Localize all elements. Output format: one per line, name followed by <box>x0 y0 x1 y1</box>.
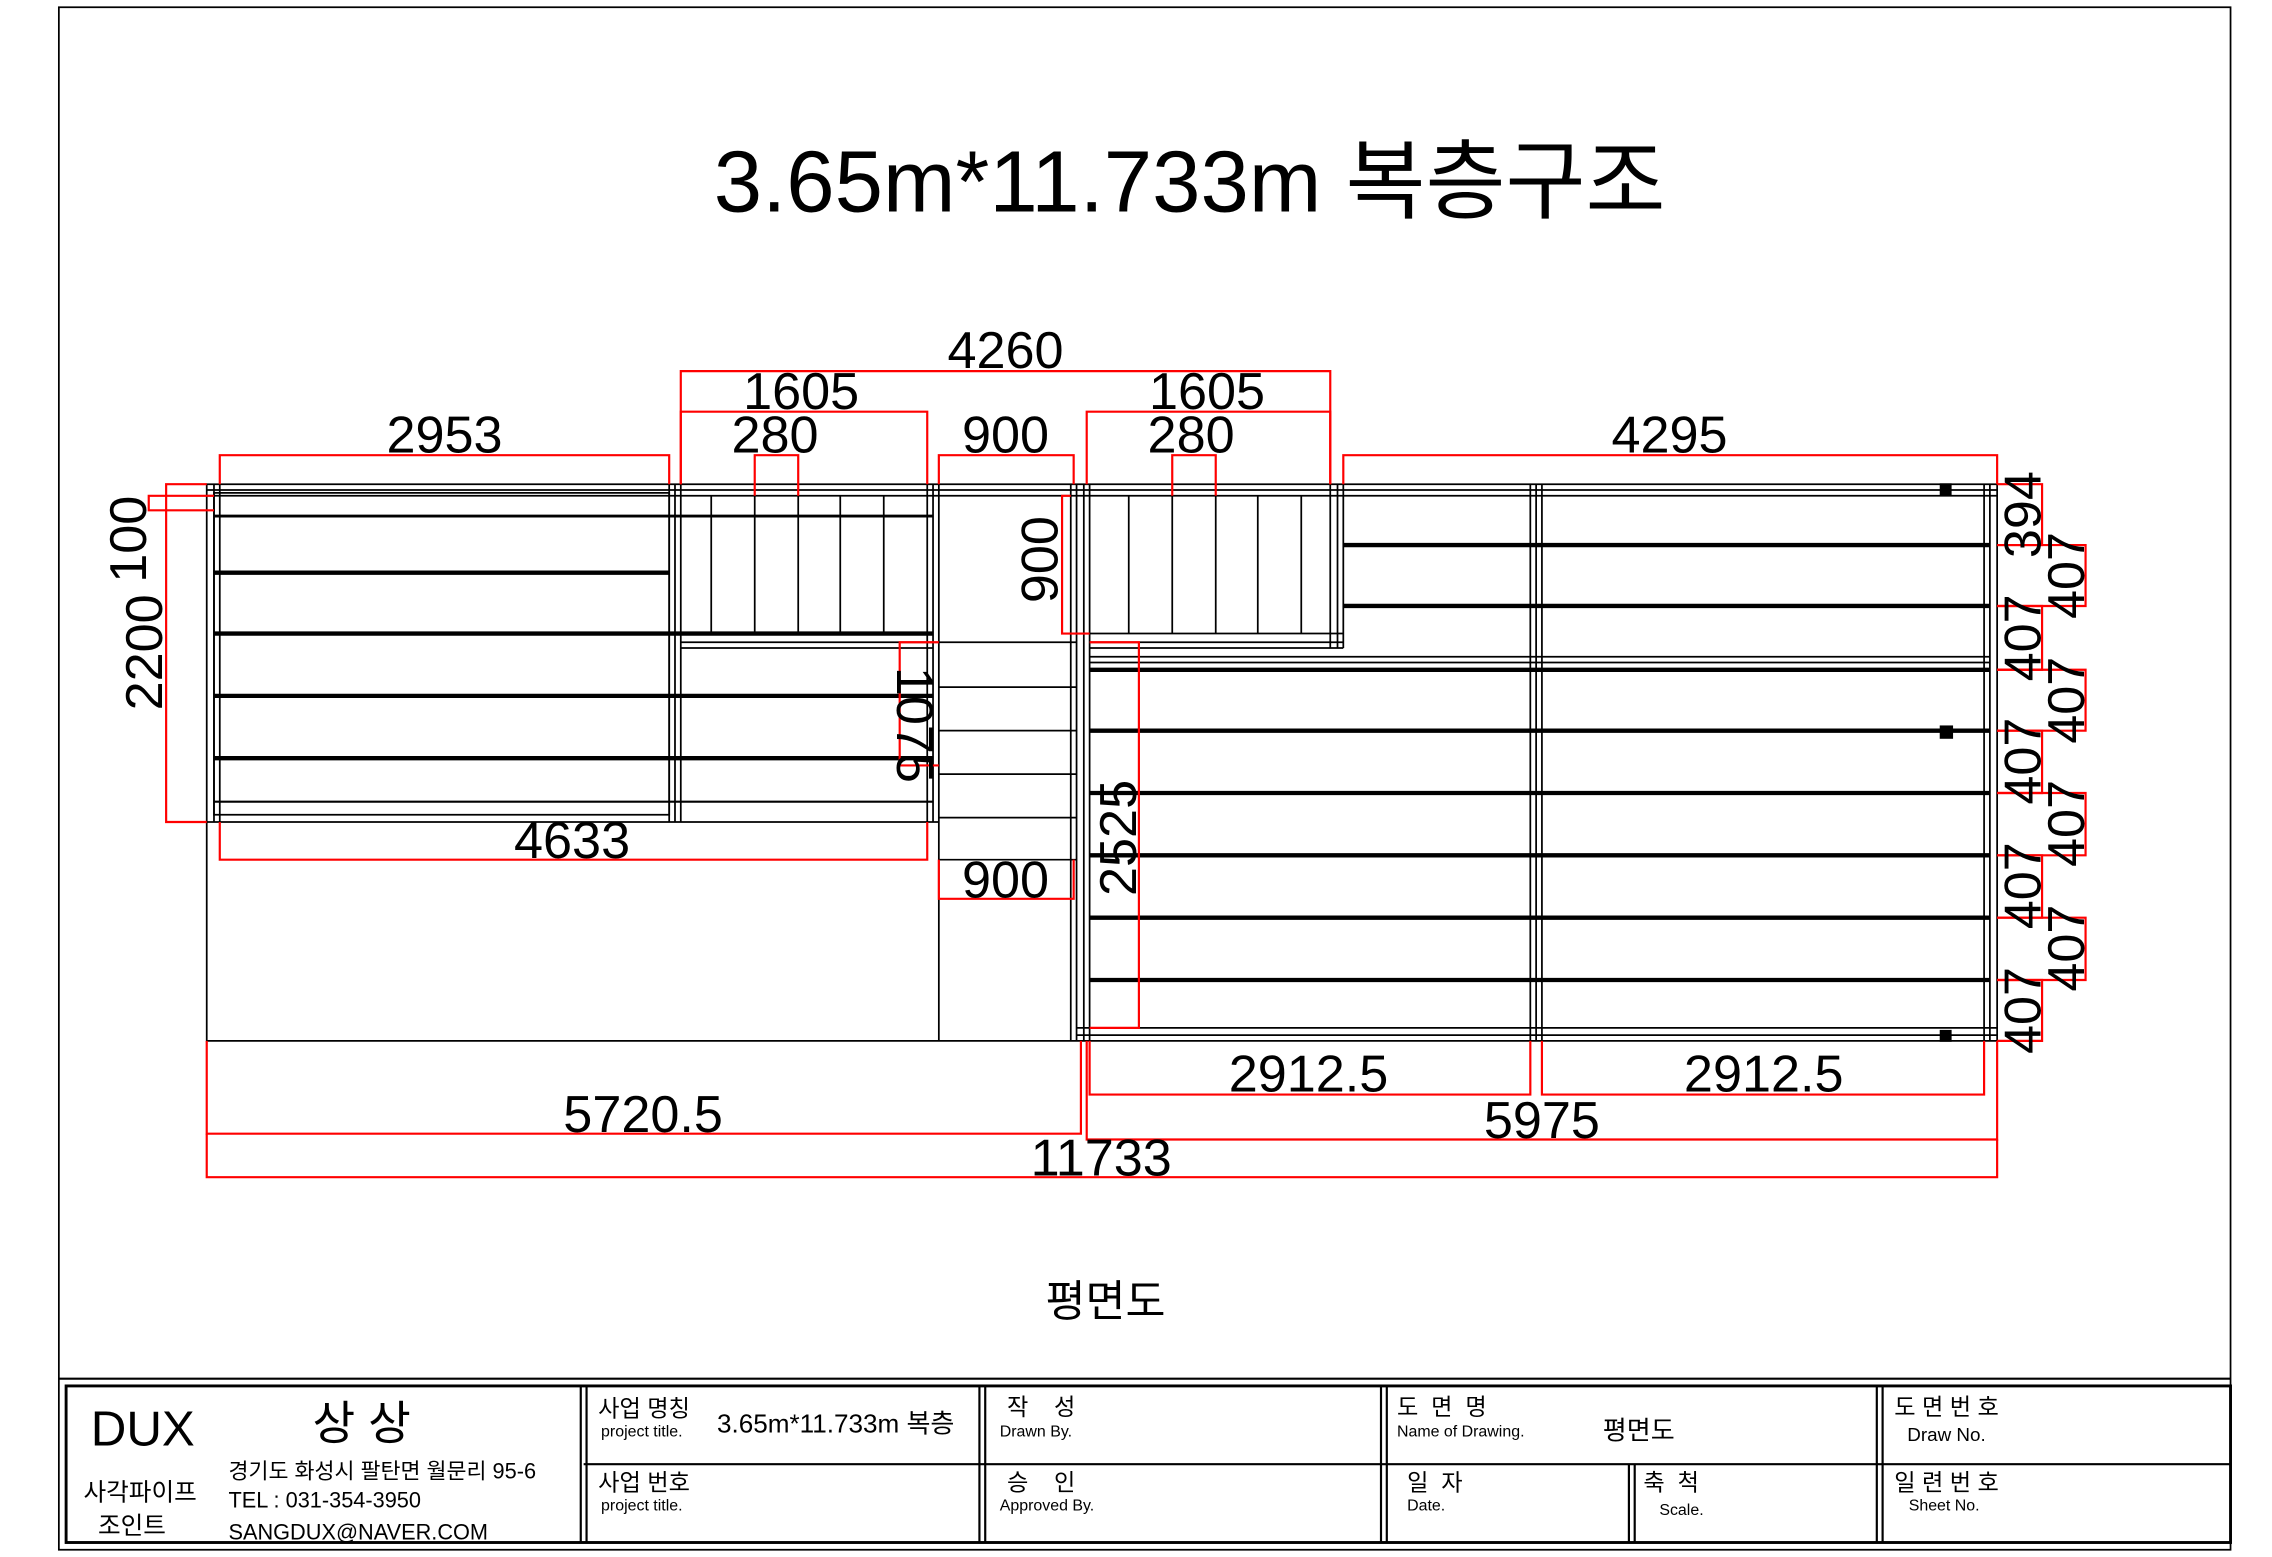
dim-spacing: 407 <box>2038 532 2096 619</box>
dim-line-left-small <box>147 494 214 512</box>
dim-line-stair-inner <box>1060 494 1090 635</box>
date-sub: Date. <box>1407 1498 1445 1515</box>
dim-top-right-span: 1605 <box>1149 363 1265 421</box>
dim-line-spacing <box>1997 978 2044 1042</box>
dim-line-left-tall <box>165 483 207 824</box>
dim-stair-inner: 900 <box>1012 516 1070 603</box>
dim-line-top-mid <box>937 454 1075 485</box>
project-no-sub: project title. <box>601 1498 683 1515</box>
company-tel: TEL : 031-354-3950 <box>228 1488 421 1513</box>
dim-line-top-left-step <box>753 454 800 496</box>
dim-top-left-step: 280 <box>731 406 818 464</box>
date-label: 일 자 <box>1407 1469 1463 1495</box>
dim-top-right-step: 280 <box>1148 406 1235 464</box>
dim-right-total: 5975 <box>1484 1092 1600 1150</box>
scale-label: 축 척 <box>1643 1469 1699 1495</box>
dim-stair-bottom: 900 <box>962 851 1049 909</box>
dim-line-top-left-span <box>679 410 929 485</box>
dim-line-top-right <box>1342 454 1999 485</box>
dim-line-bay-a <box>1088 1040 1532 1096</box>
draw-no-sub: Draw No. <box>1907 1424 1985 1445</box>
title-block <box>58 1377 2232 1544</box>
plan-bolt <box>1939 1029 1952 1042</box>
dim-bay-a: 2912.5 <box>1229 1046 1389 1104</box>
drawn-sub: Drawn By. <box>1000 1424 1072 1441</box>
project-name-label: 사업 명칭 <box>598 1395 690 1421</box>
approved-sub: Approved By. <box>1000 1498 1095 1515</box>
dim-top-left: 2953 <box>386 406 502 464</box>
dim-line-top-left <box>218 454 671 485</box>
dim-line-bay-b <box>1540 1040 1986 1096</box>
dim-left-small: 100 <box>100 496 158 583</box>
dim-line-right-total <box>1085 1040 1999 1141</box>
company-sub-1: 사각파이프 <box>84 1478 197 1506</box>
dim-top-left-span: 1605 <box>743 363 859 421</box>
dim-lower-left: 4633 <box>514 812 630 870</box>
dim-top-right: 4295 <box>1611 406 1727 464</box>
sheet-no-sub: Sheet No. <box>1909 1498 1980 1515</box>
title-block-text: DUX 상 상 사각파이프 조인트 경기도 화성시 팔탄면 월문리 95-6 T… <box>84 1394 1999 1545</box>
dim-left-total: 5720.5 <box>563 1086 723 1144</box>
drawing-name-sub: Name of Drawing. <box>1397 1424 1525 1441</box>
dim-spacing: 407 <box>1995 967 2053 1054</box>
dim-line-stair-bottom <box>937 859 1075 900</box>
dim-spacing: 407 <box>2038 780 2096 867</box>
dim-stair-height: 1075 <box>885 667 943 783</box>
dim-spacing: 407 <box>2038 657 2096 744</box>
dim-spacing-first: 394 <box>1995 471 2053 558</box>
dim-top-mid: 900 <box>962 406 1049 464</box>
dim-line-overall <box>205 1133 1999 1179</box>
floor-plan <box>205 483 1999 1042</box>
dim-line-stair-height <box>898 641 939 767</box>
company-name: 상 상 <box>313 1398 411 1450</box>
drawing-name-label: 도 면 명 <box>1397 1394 1487 1420</box>
dim-line-lower-left <box>218 821 929 861</box>
dim-left-tall: 2200 <box>116 594 174 710</box>
dim-top-overall: 4260 <box>947 322 1063 380</box>
sheet-no-label: 일 련 번 호 <box>1894 1469 1999 1495</box>
drawing-name-value: 평면도 <box>1603 1416 1675 1446</box>
dim-right-vertical: 2525 <box>1090 780 1148 896</box>
plan-bolt <box>1939 483 1952 496</box>
plan-frame-inner <box>213 492 671 816</box>
dim-line-top-right-step <box>1171 454 1217 496</box>
drawn-label: 작 성 <box>1007 1394 1075 1420</box>
dim-overall-length: 11733 <box>1031 1130 1172 1188</box>
drawing-title: 3.65m*11.733m 복층구조 <box>714 134 1666 231</box>
project-name-value: 3.65m*11.733m 복층 <box>717 1408 954 1438</box>
company-brand: DUX <box>91 1401 195 1456</box>
dim-spacing: 407 <box>2038 905 2096 992</box>
dimension-labels: 4260 1605 1605 2953 280 900 280 4295 100… <box>100 322 2096 1187</box>
drawing-caption: 평면도 <box>1046 1278 1166 1326</box>
sheet-border <box>57 6 2232 1551</box>
approved-label: 승 인 <box>1007 1469 1075 1495</box>
company-address: 경기도 화성시 팔탄면 월문리 95-6 <box>228 1459 536 1484</box>
dim-line-right-vertical <box>1089 641 1140 1029</box>
dim-spacing: 407 <box>1995 594 2053 681</box>
project-no-label: 사업 번호 <box>598 1469 690 1495</box>
project-name-sub: project title. <box>601 1424 683 1441</box>
draw-no-label: 도 면 번 호 <box>1894 1394 1999 1420</box>
company-email: SANGDUX@NAVER.COM <box>228 1520 488 1545</box>
plan-bolt <box>1939 725 1954 739</box>
dim-line-top-right-span <box>1085 410 1332 485</box>
dim-spacing: 407 <box>1995 842 2053 929</box>
dim-spacing: 407 <box>1995 718 2053 805</box>
company-sub-2: 조인트 <box>98 1512 166 1540</box>
dim-line-left-total <box>205 1040 1082 1135</box>
scale-sub: Scale. <box>1659 1502 1703 1519</box>
plan-outline <box>205 483 1999 1042</box>
dimension-lines <box>147 370 2087 1179</box>
dim-bay-b: 2912.5 <box>1684 1046 1844 1104</box>
